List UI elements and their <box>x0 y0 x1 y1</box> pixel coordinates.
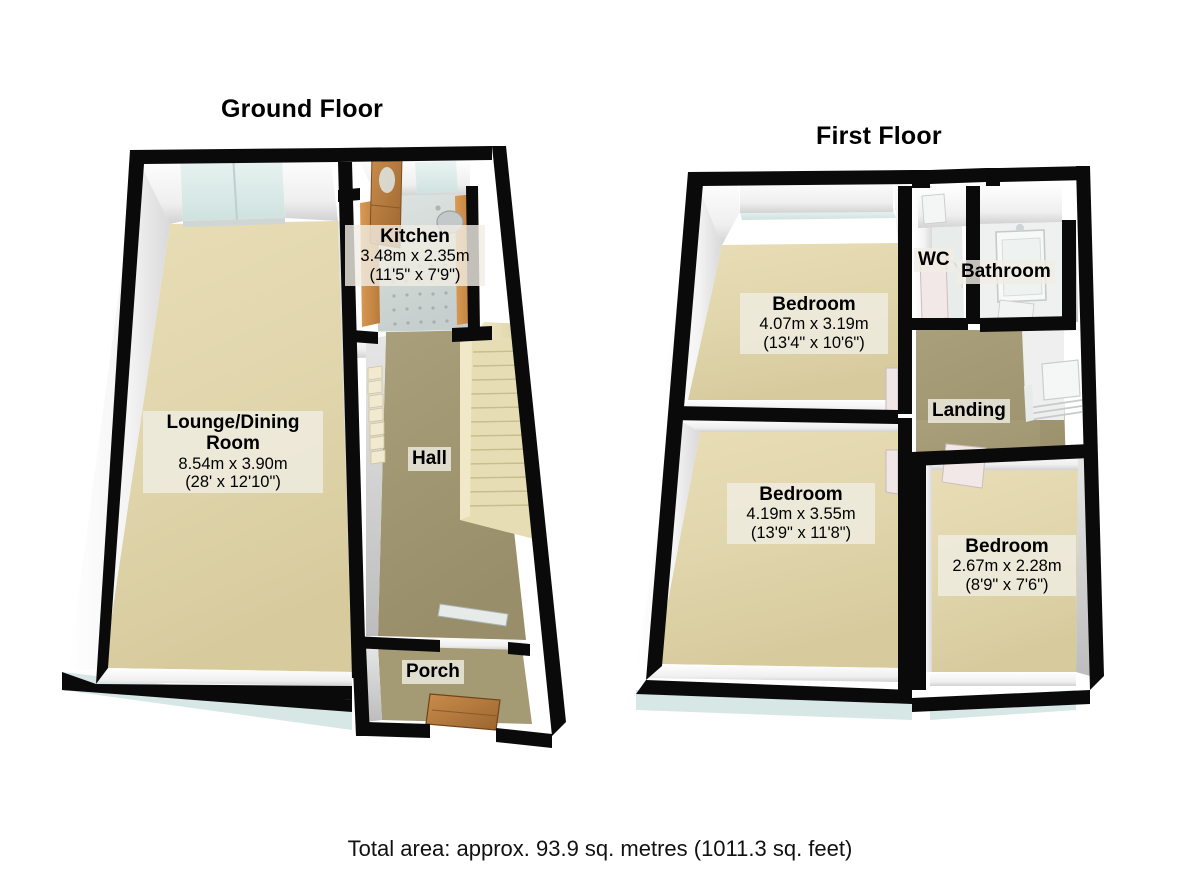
bedroom-2-name: Bedroom <box>759 484 843 505</box>
ground-floor-title: Ground Floor <box>221 95 384 123</box>
bedroom-3-name: Bedroom <box>965 536 1049 557</box>
room-label-bedroom-1: Bedroom 4.07m x 3.19m (13'4" x 10'6") <box>740 293 888 355</box>
kitchen-dim-metric: 3.48m x 2.35m <box>360 247 470 266</box>
landing-newel-post <box>1024 384 1034 422</box>
bedroom-2-door[interactable] <box>885 449 899 495</box>
kitchen-tap-icon <box>435 205 441 211</box>
bedroom-1-dim-metric: 4.07m x 3.19m <box>759 315 869 334</box>
lounge-dining-dim-imperial: (28' x 12'10") <box>185 473 281 491</box>
kitchen-dim-imperial: (11'5" x 7'9") <box>369 265 461 284</box>
porch-inner-door[interactable] <box>437 603 509 627</box>
kitchen-door-glass <box>379 167 395 193</box>
bedroom-2-dim-metric: 4.19m x 3.55m <box>746 505 856 524</box>
room-label-kitchen: Kitchen 3.48m x 2.35m (11'5" x 7'9") <box>345 225 485 287</box>
bedroom-3-dim-imperial: (8'9" x 7'6") <box>965 575 1049 594</box>
kitchen-door-panel-line <box>370 204 402 209</box>
bedroom-1-name: Bedroom <box>772 294 856 315</box>
bedroom-1-dim-imperial: (13'4" x 10'6") <box>763 333 865 352</box>
room-label-porch: Porch <box>402 660 464 685</box>
lounge-top-wall-face-left <box>137 156 183 224</box>
room-label-bedroom-2: Bedroom 4.19m x 3.55m (13'9" x 11'8") <box>727 483 875 545</box>
bedroom-2-bottom-wall-face <box>648 664 898 682</box>
bedroom-1-top-wall-band <box>740 178 893 213</box>
bedroom-1-door[interactable] <box>885 367 899 413</box>
room-label-landing: Landing <box>928 399 1010 424</box>
landing-name: Landing <box>932 400 1006 421</box>
kitchen-name: Kitchen <box>380 226 450 247</box>
lounge-dining-name-line-2: Room <box>206 433 260 455</box>
bedroom-1-top-wall-left <box>695 178 740 245</box>
ground-floor-walls <box>62 146 566 748</box>
first-floor-walls <box>636 166 1104 712</box>
wc-name: WC <box>918 249 950 270</box>
lounge-window-sill <box>183 218 285 227</box>
ground-floor-plan <box>62 146 566 748</box>
lounge-dining-dim-metric: 8.54m x 3.90m <box>178 454 288 473</box>
porch-name: Porch <box>406 661 460 682</box>
room-label-wc: WC <box>914 248 954 273</box>
lounge-window-band <box>180 155 285 221</box>
porch-front-door[interactable] <box>425 693 501 731</box>
bathroom-name: Bathroom <box>961 261 1051 282</box>
hall-name: Hall <box>412 448 447 469</box>
porch-door-panel-line <box>431 709 499 717</box>
first-floor-plan <box>636 166 1104 720</box>
bedroom-3-bottom-wall-face <box>930 672 1076 686</box>
room-label-bedroom-3: Bedroom 2.67m x 2.28m (8'9" x 7'6") <box>938 535 1076 597</box>
bedroom-2-dim-imperial: (13'9" x 11'8") <box>750 523 852 542</box>
lounge-top-wall-face-right <box>282 154 338 221</box>
wc-toilet <box>921 193 947 225</box>
lounge-window-band-2 <box>232 155 238 220</box>
bathroom-shower-head-icon <box>1016 224 1024 232</box>
kitchen-window <box>415 161 458 194</box>
lounge-bottom-wall-face <box>96 668 352 686</box>
bathroom-top-wall-face <box>978 184 1062 224</box>
room-label-bathroom: Bathroom <box>957 260 1055 285</box>
room-label-lounge-dining: Lounge/Dining Room 8.54m x 3.90m (28' x … <box>143 411 323 494</box>
understairs-steps <box>367 365 386 465</box>
bedroom-3-dim-metric: 2.67m x 2.28m <box>952 557 1062 576</box>
room-label-hall: Hall <box>408 447 451 472</box>
bathroom-sink <box>1041 359 1081 401</box>
first-floor-title: First Floor <box>816 122 942 150</box>
lounge-dining-name-line-1: Lounge/Dining <box>166 412 300 433</box>
total-area-text: Total area: approx. 93.9 sq. metres (101… <box>347 836 853 861</box>
